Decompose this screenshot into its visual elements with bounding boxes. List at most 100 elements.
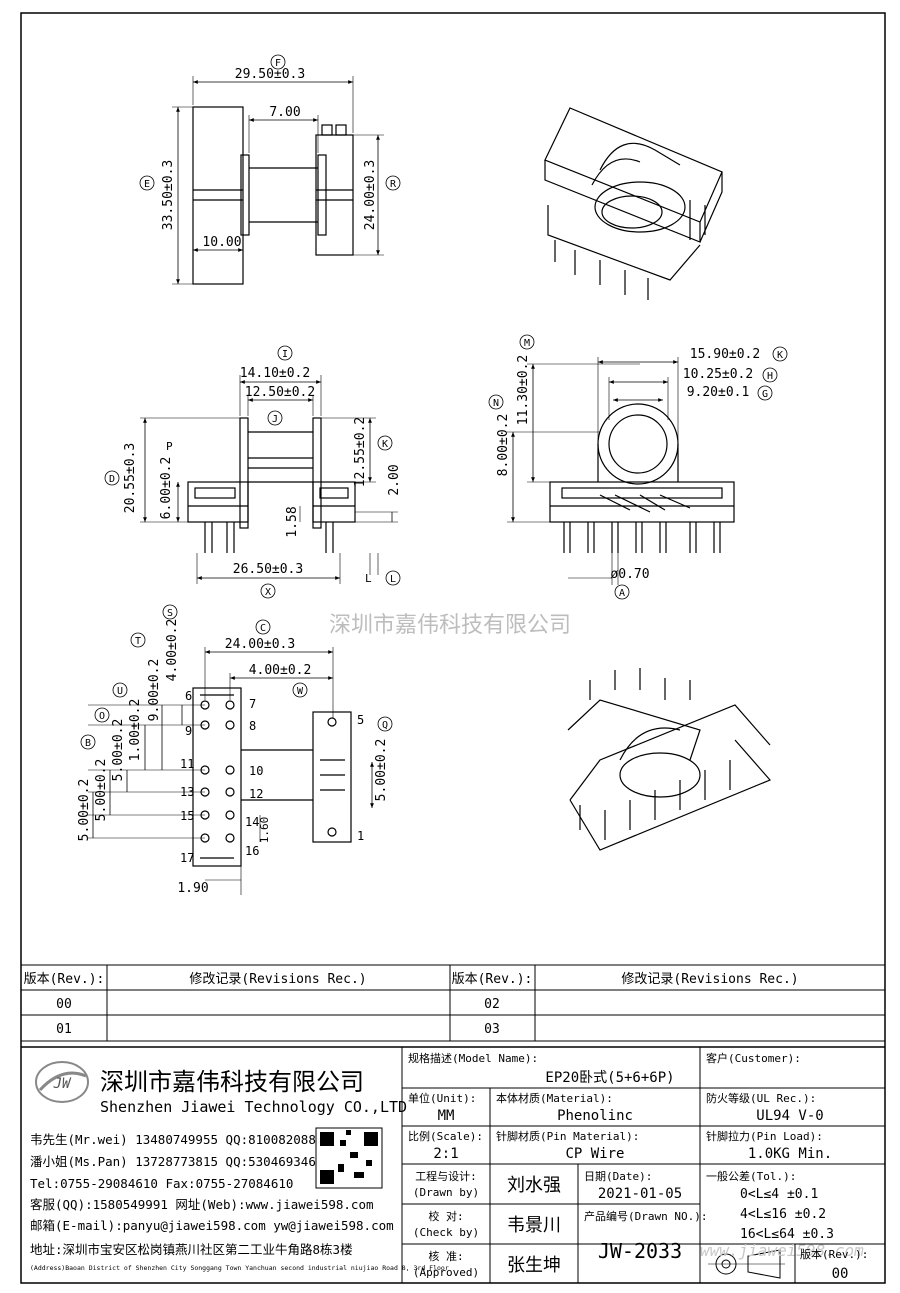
bottom-view-dim-labels: C 24.00±0.3 4.00±0.2 W S 4.00±0.2 T 9.00… xyxy=(77,604,393,896)
dim-C: 24.00±0.3 xyxy=(225,637,295,652)
circle-H: H xyxy=(767,371,773,382)
dim-2: 2.00 xyxy=(387,464,402,495)
label-L: L xyxy=(365,572,372,585)
contact-5: 邮箱(E-mail):panyu@jiawei598.com yw@jiawei… xyxy=(30,1218,394,1233)
circle-C: C xyxy=(260,623,266,634)
rec-header-2: 修改记录(Revisions Rec.) xyxy=(621,972,798,987)
circle-O: O xyxy=(99,711,105,722)
pin-1: 1 xyxy=(357,829,364,843)
dim-H: 10.25±0.2 xyxy=(683,367,753,382)
rev-row-02: 02 xyxy=(484,997,500,1012)
pin-11: 11 xyxy=(180,757,194,771)
dim-W: 4.00±0.2 xyxy=(249,663,312,678)
dim-K: 12.55±0.2 xyxy=(353,417,368,487)
dim-G: 9.20±0.1 xyxy=(687,385,750,400)
check-value: 韦景川 xyxy=(507,1215,561,1236)
contact-3: Tel:0755-29084610 Fax:0755-27084610 xyxy=(30,1176,293,1191)
scale-label: 比例(Scale): xyxy=(408,1129,483,1143)
title-block-text: 规格描述(Model Name): EP20卧式(5+6+6P) 客户(Cust… xyxy=(408,1051,868,1282)
dim-P: 6.00±0.2 xyxy=(159,457,174,520)
address-en: (Address)Baoan District of Shenzhen City… xyxy=(30,1264,449,1272)
pin-12: 12 xyxy=(249,787,263,801)
revision-table xyxy=(20,964,886,1042)
dim-D: 20.55±0.3 xyxy=(123,443,138,513)
dim-R: 24.00±0.3 xyxy=(363,160,378,230)
dim-F: 29.50±0.3 xyxy=(235,67,305,82)
dim-K2: 15.90±0.2 xyxy=(690,347,760,362)
address-cn: 地址:深圳市宝安区松岗镇燕川社区第二工业牛角路8栋3楼 xyxy=(30,1242,353,1257)
revision-table-text: 版本(Rev.): 修改记录(Revisions Rec.) 版本(Rev.):… xyxy=(24,972,799,1037)
dim-B1: 5.00±0.2 xyxy=(94,759,109,822)
isometric-view-bottom xyxy=(567,668,772,851)
circle-W: W xyxy=(297,686,304,697)
title-block-grid xyxy=(401,1047,885,1283)
contact-4: 客服(QQ):1580549991 网址(Web):www.jiawei598.… xyxy=(30,1197,374,1212)
pin-17: 17 xyxy=(180,851,194,865)
approved-value: 张生坤 xyxy=(507,1255,561,1276)
circle-L: L xyxy=(390,574,396,585)
tol-label: 一般公差(Tol.): xyxy=(706,1169,796,1183)
side-view xyxy=(507,357,735,585)
circle-I: I xyxy=(282,349,288,360)
dim-I: 14.10±0.2 xyxy=(240,366,310,381)
tol-row-1: 0<L≤4 ±0.1 xyxy=(740,1187,818,1202)
drawn-no-value: JW-2033 xyxy=(598,1239,682,1263)
circle-M: M xyxy=(524,338,530,349)
pin-10: 10 xyxy=(249,764,263,778)
pin-load-value: 1.0KG Min. xyxy=(748,1146,832,1162)
pin-14: 14 xyxy=(245,815,259,829)
dim-Q: 5.00±0.2 xyxy=(374,739,389,802)
circle-U: U xyxy=(117,686,123,697)
pin-15: 15 xyxy=(180,809,194,823)
circle-F: F xyxy=(275,58,281,69)
approved-label-en: (Approved) xyxy=(413,1266,479,1279)
bottom-view xyxy=(88,647,374,895)
side-view-dim-labels: M 11.30±0.2 N 8.00±0.2 15.90±0.2 K 10.25… xyxy=(488,334,788,600)
circle-K: K xyxy=(382,439,388,450)
ul-label: 防火等级(UL Rec.): xyxy=(706,1091,816,1105)
rev-row-01: 01 xyxy=(56,1022,72,1037)
company-logo: JW xyxy=(35,1061,89,1103)
dim-A: ø0.70 xyxy=(610,567,649,582)
pin-load-label: 针脚拉力(Pin Load): xyxy=(706,1129,823,1143)
unit-label: 单位(Unit): xyxy=(408,1091,476,1105)
company-name-cn: 深圳市嘉伟科技有限公司 xyxy=(100,1068,364,1096)
circle-A: A xyxy=(619,588,625,599)
circle-E: E xyxy=(144,179,150,190)
date-label: 日期(Date): xyxy=(584,1170,652,1183)
rev-header-1: 版本(Rev.): xyxy=(24,972,105,987)
material-value: Phenolinc xyxy=(557,1108,633,1124)
dim-U: 1.00±0.2 xyxy=(128,699,143,762)
pin-9: 9 xyxy=(185,724,192,738)
ul-value: UL94 V-0 xyxy=(756,1108,823,1124)
drawn-label-en: (Drawn by) xyxy=(413,1186,479,1199)
pin-13: 13 xyxy=(180,785,194,799)
dim-T: 9.00±0.2 xyxy=(147,659,162,722)
pin-6: 6 xyxy=(185,689,192,703)
approved-label-cn: 核 准: xyxy=(428,1249,463,1263)
pin-8: 8 xyxy=(249,719,256,733)
contact-2: 潘小姐(Ms.Pan) 13728773815 QQ:530469346 xyxy=(30,1154,316,1169)
pin-7: 7 xyxy=(249,697,256,711)
front-view xyxy=(140,375,398,584)
model-label: 规格描述(Model Name): xyxy=(408,1051,538,1065)
dim-1-58: 1.58 xyxy=(285,506,300,537)
dim-7: 7.00 xyxy=(269,105,300,120)
label-P: P xyxy=(166,440,173,453)
date-value: 2021-01-05 xyxy=(598,1186,682,1202)
pin-material-value: CP Wire xyxy=(565,1146,624,1162)
circle-D: D xyxy=(109,474,115,485)
tol-row-2: 4<L≤16 ±0.2 xyxy=(740,1207,826,1222)
circle-S: S xyxy=(167,608,173,619)
drawn-no-label: 产品编号(Drawn NO.): xyxy=(584,1209,707,1223)
scale-value: 2:1 xyxy=(433,1146,458,1162)
model-value: EP20卧式(5+6+6P) xyxy=(545,1070,674,1086)
circle-X: X xyxy=(265,587,271,598)
dim-X: 26.50±0.3 xyxy=(233,562,303,577)
dim-N: 8.00±0.2 xyxy=(496,414,511,477)
dim-1-60: 1.60 xyxy=(258,817,271,844)
rev-row-03: 03 xyxy=(484,1022,500,1037)
drawn-value: 刘水强 xyxy=(507,1175,561,1196)
front-view-dim-labels: I 14.10±0.2 12.50±0.2 J K 12.55±0.2 D 20… xyxy=(104,345,402,599)
dim-B2: 5.00±0.2 xyxy=(77,779,92,842)
